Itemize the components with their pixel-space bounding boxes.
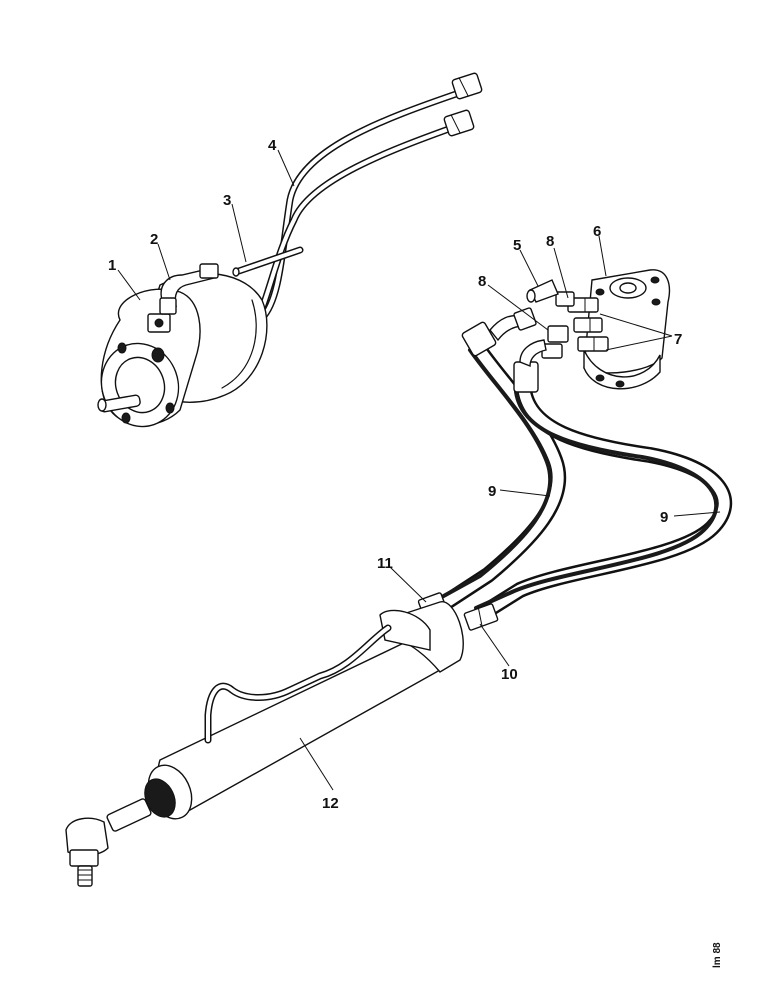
pipe-nut-lower bbox=[443, 109, 475, 137]
hose-part-9-left bbox=[434, 307, 567, 613]
cylinder-end-eye bbox=[65, 817, 109, 887]
callout-4: 4 bbox=[268, 137, 277, 154]
callout-7: 7 bbox=[674, 331, 682, 348]
elbow-part-8-upper bbox=[555, 291, 575, 307]
callout-6: 6 bbox=[593, 223, 601, 240]
reference-code: lm 88 bbox=[712, 942, 723, 968]
hose-part-9-right bbox=[472, 339, 733, 623]
adaptors-part-7 bbox=[567, 297, 609, 352]
callout-2: 2 bbox=[150, 231, 158, 248]
callout-8-upper: 8 bbox=[546, 233, 554, 250]
leader-lines bbox=[117, 149, 721, 791]
callout-3: 3 bbox=[223, 192, 231, 209]
callout-11: 11 bbox=[377, 555, 393, 572]
elbow-fitting-part-2 bbox=[159, 263, 219, 315]
callout-5: 5 bbox=[513, 237, 521, 254]
cylinder-part-12 bbox=[106, 601, 464, 832]
callout-12: 12 bbox=[322, 795, 339, 812]
callout-8-lower: 8 bbox=[478, 273, 486, 290]
pipe-part-3 bbox=[232, 246, 304, 277]
pipe-part-4 bbox=[251, 88, 466, 329]
callout-10: 10 bbox=[501, 666, 518, 683]
fitting-part-5 bbox=[526, 279, 559, 303]
callout-1: 1 bbox=[108, 257, 116, 274]
callout-9-right: 9 bbox=[660, 509, 668, 526]
elbow-part-8-lower bbox=[541, 325, 569, 359]
pump-part-1 bbox=[97, 272, 268, 428]
pipe-nut-upper bbox=[451, 72, 483, 100]
fitting-part-10 bbox=[463, 603, 499, 631]
callout-9-left: 9 bbox=[488, 483, 496, 500]
